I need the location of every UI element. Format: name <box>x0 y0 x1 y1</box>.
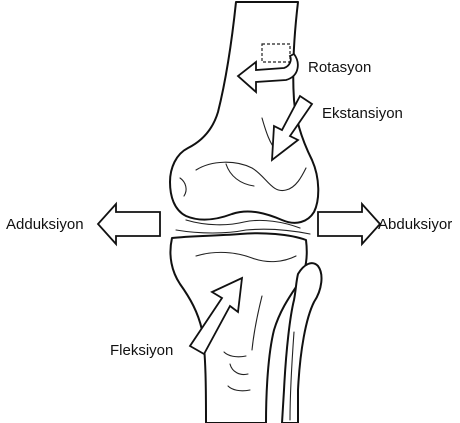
flexion-label: Fleksiyon <box>110 342 173 359</box>
extension-label: Ekstansiyon <box>322 105 403 122</box>
abduction-arrow <box>318 204 380 244</box>
adduction-label: Adduksiyon <box>6 216 84 233</box>
abduction-label: Abduksiyor <box>378 216 452 233</box>
rotation-label: Rotasyon <box>308 59 371 76</box>
adduction-arrow <box>98 204 160 244</box>
